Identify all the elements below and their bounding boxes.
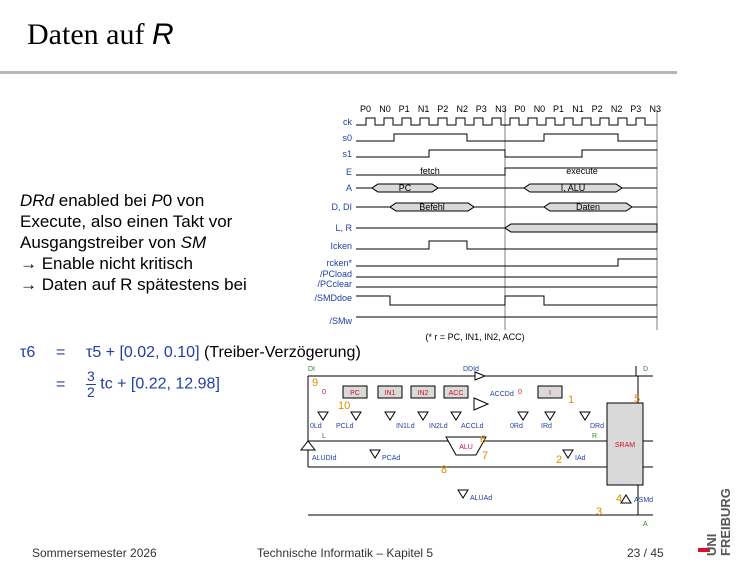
svg-text:8: 8: [441, 464, 447, 476]
phase-label: N0: [534, 104, 546, 114]
phase-labels: P0 N0 P1 N1 P2 N2 P3 N3 P0 N0 P1 N1 P2 N2 P3 N3: [360, 104, 661, 114]
phase-label: N0: [379, 104, 391, 114]
label-befehl: Befehl: [419, 202, 445, 212]
svg-text:ASMd: ASMd: [634, 497, 653, 504]
svg-text:5: 5: [634, 393, 640, 405]
svg-text:3: 3: [596, 506, 602, 518]
phase-label: P2: [437, 104, 448, 114]
svg-text:SRAM: SRAM: [615, 442, 635, 449]
timing-footnote: (* r = PC, IN1, IN2, ACC): [425, 332, 524, 342]
title-rule: [0, 71, 677, 74]
svg-text:FREIBURG: FREIBURG: [718, 488, 733, 556]
phase-label: P2: [592, 104, 603, 114]
svg-text:PCAd: PCAd: [382, 455, 400, 462]
equation-line-1: τ6=τ5 + [0.02, 0.10] (Treiber-Verzögerun…: [20, 344, 361, 361]
svg-text:0: 0: [518, 389, 522, 396]
explanation-text: DRd enabled bei P0 von Execute, also ein…: [20, 191, 247, 294]
wave-Icken: [356, 240, 657, 250]
svg-text:ACCDd: ACCDd: [490, 391, 514, 398]
svg-text:I: I: [549, 390, 551, 397]
footer-page: 23 / 45: [627, 546, 664, 560]
datapath-circuit: PC IN1 IN2 ACC I ALU SRAM 0 0 0Ld PCLd I…: [299, 366, 653, 528]
svg-text:0Rd: 0Rd: [510, 423, 523, 430]
phase-label: N2: [457, 104, 469, 114]
signal-label: ck: [343, 117, 353, 127]
svg-text:6: 6: [480, 434, 486, 446]
signal-label: /SMDdoe: [314, 293, 352, 303]
svg-text:DI: DI: [308, 366, 315, 373]
svg-text:0Ld: 0Ld: [310, 423, 322, 430]
waveforms: [356, 117, 657, 318]
signal-label: E: [346, 167, 352, 177]
signal-label: D, DI: [331, 202, 352, 212]
svg-text:0: 0: [322, 389, 326, 396]
label-execute: execute: [566, 166, 598, 176]
svg-text:IN2: IN2: [418, 390, 429, 397]
university-logo: UNI FREIBURG: [698, 488, 733, 556]
svg-text:4: 4: [616, 493, 622, 505]
svg-text:PC: PC: [350, 390, 360, 397]
svg-text:DDId: DDId: [463, 366, 479, 373]
svg-text:ACCLd: ACCLd: [461, 423, 484, 430]
signal-label: s0: [342, 133, 352, 143]
svg-text:7: 7: [482, 450, 488, 462]
wave-rcken: [356, 258, 657, 267]
phase-label: N3: [495, 104, 507, 114]
wave-SMDdoe: [356, 295, 657, 306]
svg-text:PCLd: PCLd: [336, 423, 354, 430]
label-i-alu: I, ALU: [561, 183, 586, 193]
signal-label: /PCload: [320, 269, 352, 279]
svg-text:9: 9: [312, 377, 318, 389]
wave-E: [356, 167, 657, 176]
svg-text:UNI: UNI: [704, 534, 719, 556]
phase-label: P0: [514, 104, 525, 114]
signal-label: s1: [342, 149, 352, 159]
svg-text:ALU: ALU: [459, 444, 473, 451]
svg-text:IN2Ld: IN2Ld: [429, 423, 448, 430]
signal-label: Icken: [330, 241, 352, 251]
svg-text:IAd: IAd: [575, 455, 586, 462]
slide-title: Daten auf R: [27, 18, 174, 51]
label-daten: Daten: [576, 202, 600, 212]
svg-text:ALUDId: ALUDId: [312, 455, 337, 462]
svg-text:ALUAd: ALUAd: [470, 495, 492, 502]
signal-label: /PCclear: [317, 279, 352, 289]
svg-text:IN1Ld: IN1Ld: [396, 423, 415, 430]
svg-text:R: R: [592, 433, 597, 440]
svg-text:ACC: ACC: [449, 390, 464, 397]
label-pc: PC: [399, 183, 412, 193]
phase-label: N1: [418, 104, 430, 114]
svg-text:1: 1: [568, 394, 574, 406]
signal-label: L, R: [335, 223, 352, 233]
svg-text:IRd: IRd: [541, 423, 552, 430]
svg-text:A: A: [643, 521, 648, 528]
svg-text:2: 2: [556, 454, 562, 466]
bus-fills: [371, 183, 658, 233]
phase-label: P1: [399, 104, 410, 114]
svg-text:IN1: IN1: [385, 390, 396, 397]
wave-s0: [356, 133, 657, 142]
signal-label: /SMw: [330, 316, 353, 326]
wave-s1: [356, 149, 657, 158]
label-fetch: fetch: [420, 166, 440, 176]
phase-label: N2: [611, 104, 623, 114]
phase-label: N1: [572, 104, 584, 114]
svg-text:DRd: DRd: [590, 423, 604, 430]
svg-text:D: D: [643, 366, 648, 373]
svg-text:L: L: [322, 433, 326, 440]
footer-course: Technische Informatik – Kapitel 5: [257, 546, 434, 560]
phase-label: P3: [630, 104, 641, 114]
svg-text:10: 10: [338, 400, 350, 412]
phase-label: P0: [360, 104, 371, 114]
phase-label: N3: [650, 104, 662, 114]
signal-label: rcken*: [326, 258, 352, 268]
phase-label: P3: [476, 104, 487, 114]
timing-diagram: P0 N0 P1 N1 P2 N2 P3 N3 P0 N0 P1 N1 P2 N2 P3 N3 ck s0 s1E…: [314, 104, 661, 342]
wave-ck: [356, 117, 657, 126]
phase-label: P1: [553, 104, 564, 114]
signal-label: A: [346, 183, 352, 193]
footer-semester: Sommersemester 2026: [32, 546, 157, 560]
